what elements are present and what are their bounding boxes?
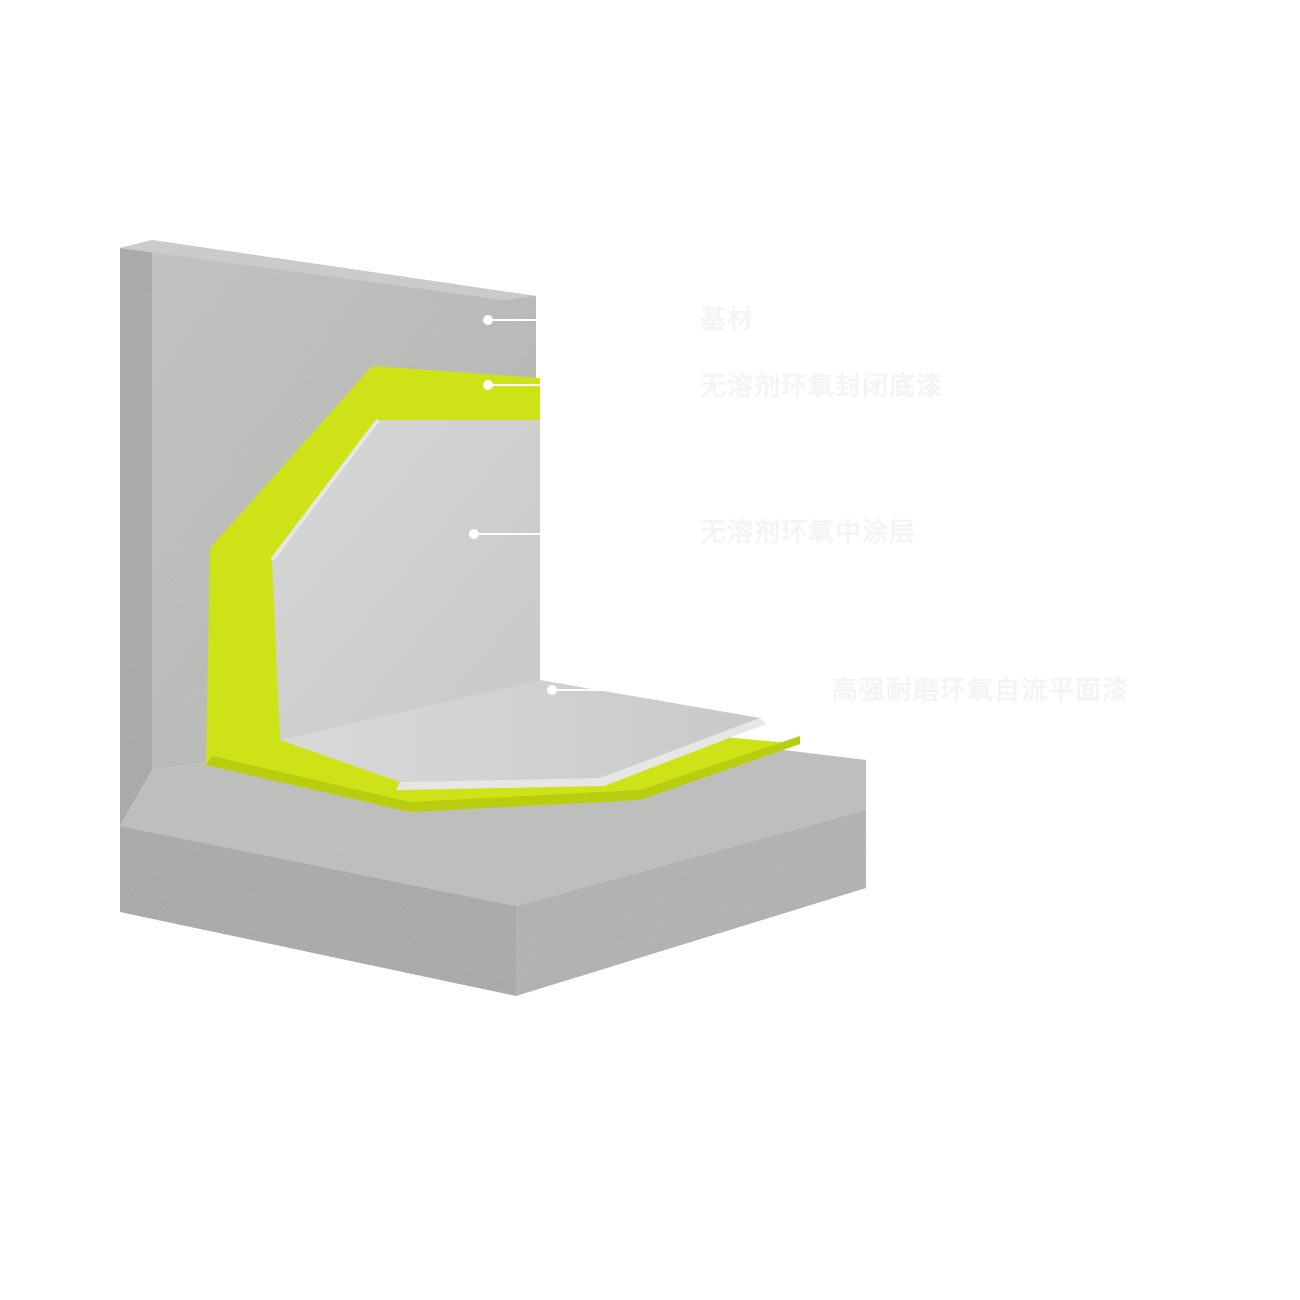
- label-top-coat: 高强耐磨环氧自流平面漆: [832, 676, 1130, 706]
- leader-dot-primer-end: [663, 380, 673, 390]
- leader-dot-substrate-start: [483, 315, 493, 325]
- coat-wall: [272, 420, 540, 740]
- wall-top-edge: [120, 240, 536, 300]
- label-mid-coat: 无溶剂环氧中涂层: [700, 518, 917, 548]
- floor-front-face: [120, 826, 516, 996]
- leader-dot-primer-start: [483, 380, 493, 390]
- leader-dot-mid-end: [649, 529, 659, 539]
- coat-layer: [270, 418, 766, 790]
- wall-left-edge: [120, 240, 152, 826]
- coat-floor-edge: [396, 718, 766, 790]
- primer-floor-edge: [206, 736, 800, 812]
- label-substrate: 基材: [700, 305, 755, 335]
- coat-wall-left-edge: [270, 418, 380, 562]
- leader-lines: [469, 315, 807, 695]
- leader-dot-substrate-end: [657, 315, 667, 325]
- floor-right-face: [516, 810, 866, 996]
- leader-dot-top-start: [547, 685, 557, 695]
- label-primer: 无溶剂环氧封闭底漆: [700, 372, 944, 402]
- leader-dot-mid-start: [469, 529, 479, 539]
- leader-dot-top-end: [797, 685, 807, 695]
- coat-floor: [280, 680, 760, 782]
